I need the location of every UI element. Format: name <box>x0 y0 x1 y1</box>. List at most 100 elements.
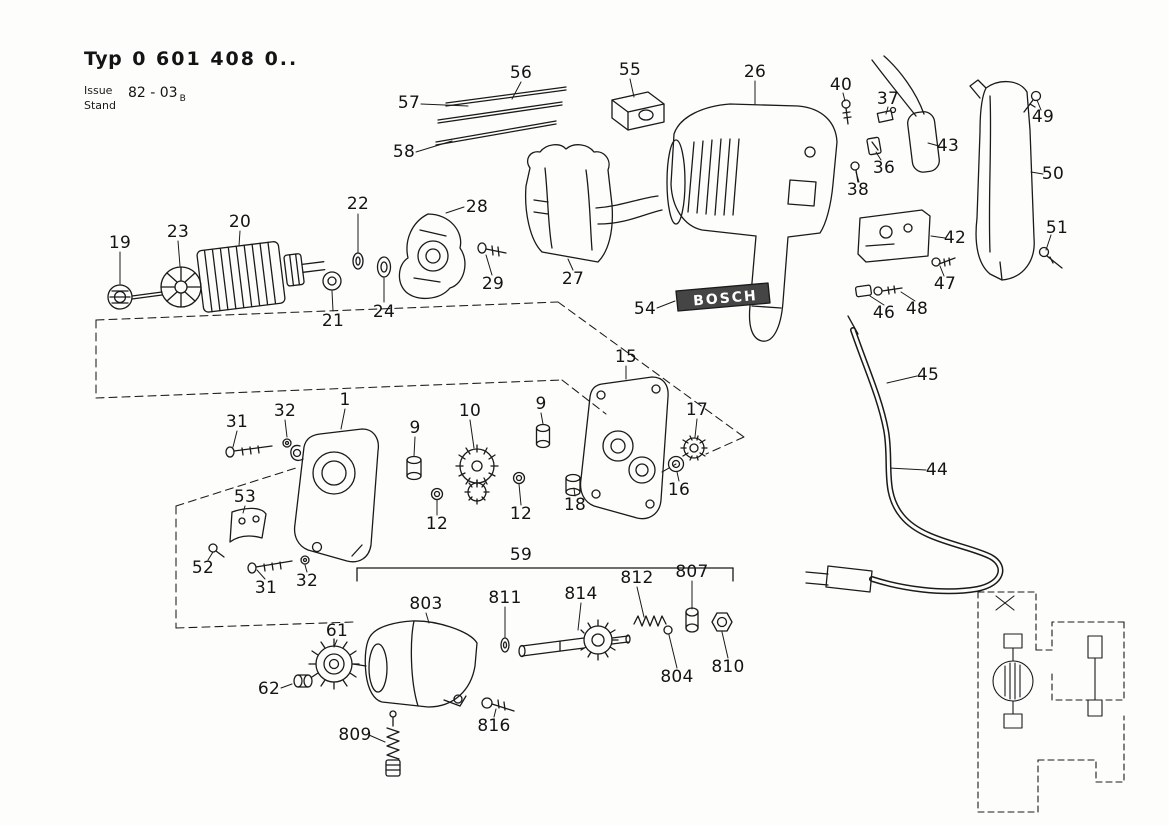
wiring-schematic <box>977 591 1125 813</box>
part-label-32: 32 <box>295 571 319 591</box>
clip-37 <box>876 106 897 123</box>
screw-40 <box>841 99 852 125</box>
plate-53-icon <box>229 507 267 543</box>
issue-value: 82 - 03 <box>128 85 178 101</box>
nut-810-icon <box>711 612 733 632</box>
part-label-17: 17 <box>685 400 709 420</box>
gear-10-icon <box>455 444 499 505</box>
washer-12-icon <box>430 487 444 501</box>
part-label-19: 19 <box>108 233 132 253</box>
part-label-9: 9 <box>535 394 547 414</box>
part-label-57: 57 <box>397 93 421 113</box>
screw-52-icon <box>208 543 218 553</box>
part-label-59: 59 <box>509 545 533 565</box>
part-36 <box>866 136 882 156</box>
screw-38 <box>850 161 860 183</box>
part-label-18: 18 <box>563 495 587 515</box>
part-label-42: 42 <box>943 228 967 248</box>
armature-assembly <box>107 241 392 313</box>
part-label-58: 58 <box>392 142 416 162</box>
part-label-21: 21 <box>321 311 345 331</box>
part-label-48: 48 <box>905 299 929 319</box>
part-label-28: 28 <box>465 197 489 217</box>
spindle-814-icon <box>518 619 631 661</box>
carbon-brushes <box>435 86 567 146</box>
washer-22-icon <box>352 252 364 270</box>
part-label-52: 52 <box>191 558 215 578</box>
part-label-31: 31 <box>254 578 278 598</box>
part-label-16: 16 <box>667 480 691 500</box>
stand-label: Stand <box>84 98 116 112</box>
part-label-811: 811 <box>488 588 522 608</box>
screw-29 <box>477 242 507 257</box>
screw-48 <box>873 285 903 296</box>
part-label-24: 24 <box>372 302 396 322</box>
gearbox-cover-15 <box>579 376 669 520</box>
part-label-56: 56 <box>509 63 533 83</box>
screw-47 <box>931 257 956 267</box>
part-label-15: 15 <box>614 347 638 367</box>
part-label-27: 27 <box>561 269 585 289</box>
part-label-47: 47 <box>933 274 957 294</box>
part-label-26: 26 <box>743 62 767 82</box>
part-label-9: 9 <box>409 418 421 438</box>
fasteners-left <box>208 438 310 574</box>
part-label-812: 812 <box>620 568 654 588</box>
toothed-washer-17-icon <box>680 435 708 461</box>
part-label-43: 43 <box>936 136 960 156</box>
sleeve-62-icon <box>293 674 313 688</box>
part-label-54: 54 <box>633 299 657 319</box>
part-label-40: 40 <box>829 75 853 95</box>
power-plug-icon <box>805 565 873 593</box>
spindle-housing-803-icon <box>364 620 478 708</box>
part-label-809: 809 <box>338 725 372 745</box>
part-46 <box>854 284 873 298</box>
part-label-12: 12 <box>425 514 449 534</box>
washer-16-icon <box>667 455 685 473</box>
motor-symbol-icon <box>992 660 1034 702</box>
part-label-37: 37 <box>876 89 900 109</box>
part-label-816: 816 <box>477 716 511 736</box>
motor-housing-26 <box>666 103 838 342</box>
part-label-45: 45 <box>916 365 940 385</box>
part-label-10: 10 <box>458 401 482 421</box>
screw-49 <box>1023 90 1042 113</box>
part-label-810: 810 <box>711 657 745 677</box>
bearing-19-icon <box>107 284 133 310</box>
part-label-51: 51 <box>1045 218 1069 238</box>
gear-housing-1 <box>290 428 380 563</box>
bosch-brand-text: BOSCH <box>693 288 759 310</box>
armature-20-icon <box>196 241 326 313</box>
issue-label: Issue <box>84 84 113 97</box>
power-cord <box>805 315 1004 595</box>
typ-label: Typ <box>84 48 123 70</box>
ball-804-icon <box>663 625 673 635</box>
handle-shell-50 <box>969 79 1035 281</box>
part-label-12: 12 <box>509 504 533 524</box>
part-label-50: 50 <box>1041 164 1065 184</box>
part-label-31: 31 <box>225 412 249 432</box>
knurled-wheel-61-icon <box>308 638 360 690</box>
sleeve-9-icon <box>406 455 422 465</box>
gear-train <box>406 423 708 505</box>
part-label-38: 38 <box>846 180 870 200</box>
part-label-1: 1 <box>339 390 351 410</box>
part-label-61: 61 <box>325 621 349 641</box>
part-label-55: 55 <box>618 60 642 80</box>
part-label-62: 62 <box>257 679 281 699</box>
spindle-assembly <box>293 607 733 777</box>
switch-55 <box>611 91 665 131</box>
typ-number: 0 601 408 0.. <box>132 48 299 70</box>
part-label-46: 46 <box>872 303 896 323</box>
stator-27 <box>524 144 663 263</box>
capacitor-43 <box>871 55 940 173</box>
part-label-803: 803 <box>409 594 443 614</box>
spring-812-icon <box>633 615 667 627</box>
bearing-21-icon <box>322 271 342 291</box>
part-label-20: 20 <box>228 212 252 232</box>
part-label-814: 814 <box>564 584 598 604</box>
washer-24-icon <box>376 256 392 278</box>
